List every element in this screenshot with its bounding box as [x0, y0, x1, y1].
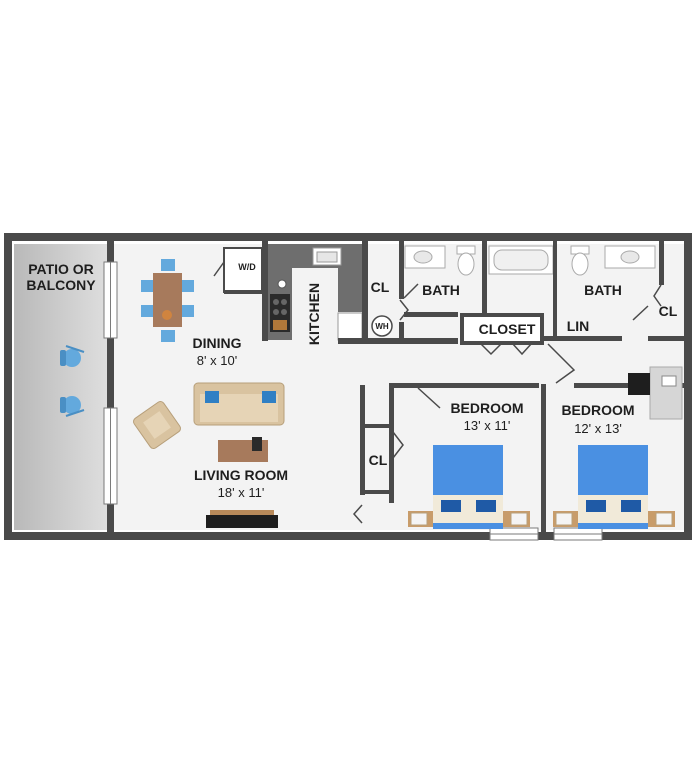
bed-closet-door	[392, 431, 404, 459]
washer-dryer-closet	[223, 247, 263, 293]
right-closet-label: CL	[659, 303, 678, 319]
hall-closet-door	[399, 299, 409, 321]
bath1-vanity-icon	[404, 245, 446, 269]
right-closet-wall-bottom	[648, 336, 688, 341]
closet-label: CLOSET	[479, 321, 536, 337]
bedroom2-label: BEDROOM	[561, 402, 634, 418]
bedroom-closet-label: CL	[369, 452, 388, 468]
bed-closet-wall-bottom	[365, 490, 393, 494]
fridge	[337, 312, 363, 341]
closet-door-left	[479, 342, 503, 356]
patio-label-line2: BALCONY	[26, 277, 96, 293]
bed-closet-wall	[365, 424, 393, 428]
bath2-wall-left	[553, 241, 557, 281]
closet-box	[460, 313, 544, 345]
water-heater-icon	[371, 315, 393, 337]
dining-label: DINING	[193, 335, 242, 351]
bedroom1-label: BEDROOM	[450, 400, 523, 416]
closet-door-right	[511, 342, 533, 356]
linen-label: LIN	[567, 318, 590, 334]
wd-door	[213, 261, 225, 277]
living-room-dims: 18' x 11'	[218, 485, 265, 500]
hall-closet-wall-right-lower	[399, 322, 404, 344]
kitchen-wall-bottom	[338, 338, 458, 344]
right-closet-door	[653, 284, 662, 307]
bath1-wall-right	[482, 241, 487, 316]
washer-dryer-label: W/D	[238, 262, 256, 272]
bath-mid-wall	[553, 281, 557, 339]
dining-table-icon	[141, 259, 194, 342]
bedroom1-dims: 13' x 11'	[464, 418, 511, 433]
kitchen-counter-right	[338, 268, 362, 312]
desk-icon	[628, 366, 683, 420]
kitchen-wall-left	[262, 241, 268, 341]
bath2-label: BATH	[584, 282, 622, 298]
patio-floor	[14, 244, 107, 530]
kitchen-sink-icon	[312, 247, 342, 266]
bath2-wall-right	[659, 241, 664, 285]
bedroom2-dims: 12' x 13'	[574, 421, 622, 436]
bath2-vanity-icon	[604, 245, 656, 269]
bed1-icon	[408, 445, 530, 529]
water-heater-label: WH	[375, 322, 389, 331]
bedroom2-door	[547, 343, 576, 384]
armchair-icon	[133, 401, 181, 449]
patio-label: PATIO OR	[28, 261, 94, 277]
bedroom1-door	[417, 387, 441, 409]
patio-chair-icon	[60, 345, 85, 367]
linen-wall-bottom	[542, 336, 622, 341]
hall-closet-label: CL	[371, 279, 390, 295]
bath1-toilet-icon	[456, 245, 476, 276]
bathtub-icon	[488, 245, 554, 275]
bath-wall-bottom	[404, 312, 458, 317]
bath1-label: BATH	[422, 282, 460, 298]
kitchen-light-icon	[277, 279, 287, 289]
bath2-toilet-icon	[570, 245, 590, 276]
patio-chair-icon	[60, 396, 85, 417]
hall-closet-wall-left	[362, 241, 368, 344]
hall-wall-vertical	[360, 385, 365, 495]
coffee-table-icon	[218, 437, 268, 462]
bedroom1-wall-left	[389, 383, 394, 503]
sofa-icon	[193, 382, 285, 426]
tv-stand-icon	[206, 510, 278, 528]
living-room-label: LIVING ROOM	[194, 467, 288, 483]
dining-dims: 8' x 10'	[197, 353, 237, 368]
stove-icon	[270, 294, 290, 332]
bedroom1-wall-top	[389, 383, 539, 388]
bedroom-divider-wall	[541, 384, 546, 532]
bath2-door	[632, 305, 649, 321]
hall-closet-wall-right	[399, 241, 404, 299]
living-door	[352, 504, 363, 524]
patio-wall	[107, 241, 114, 533]
kitchen-label: KITCHEN	[306, 283, 322, 345]
bed2-icon	[553, 445, 675, 529]
bath1-door	[403, 283, 419, 299]
